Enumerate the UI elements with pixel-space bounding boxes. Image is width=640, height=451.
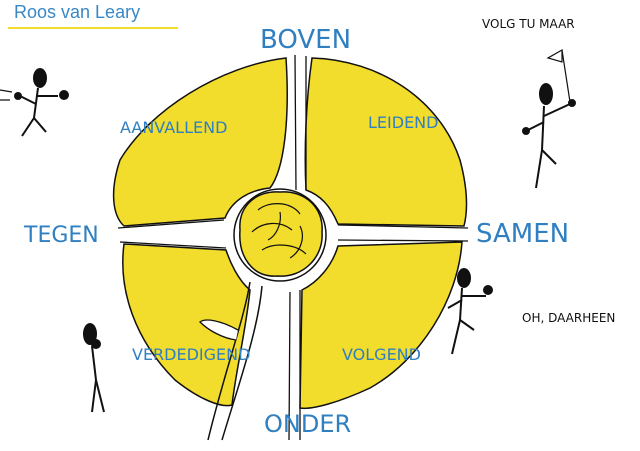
stick-figure-defending-icon [83,323,105,413]
label-right: SAMEN [476,219,569,249]
rose-leaf [199,319,239,341]
note-follow: VOLG TU MAAR [482,17,575,31]
stick-figure-following-icon [447,268,493,355]
label-quadrant-bottom-right: VOLGEND [342,345,421,364]
label-quadrant-bottom-left: VERDEDIGEND [132,345,250,364]
axis-horizontal-left-2 [119,241,227,249]
rose-icon [233,188,327,282]
quadrant-top-right [304,57,468,227]
axis-vertical-top [294,54,297,191]
quadrant-bottom-right [299,241,463,410]
page-title: Roos van Leary [14,2,141,22]
rose-stem [207,281,263,441]
axis-horizontal-right [337,224,469,229]
label-left: TEGEN [23,223,99,248]
label-quadrant-top-right: LEIDEND [368,113,438,132]
label-top: BOVEN [260,25,351,55]
label-bottom: ONDER [264,410,351,438]
stick-figure-attacking-icon [0,68,69,137]
quadrant-bottom-left [122,243,251,407]
axis-vertical-bottom-2 [288,291,291,441]
quadrant-top-left [112,57,288,227]
stick-figure-leading-icon [522,48,576,189]
note-there: OH, DAARHEEN [522,311,615,325]
label-quadrant-top-left: AANVALLEND [120,118,227,137]
title-underline [8,27,178,29]
axis-horizontal-right-2 [337,239,469,242]
axis-horizontal-left [117,219,225,229]
